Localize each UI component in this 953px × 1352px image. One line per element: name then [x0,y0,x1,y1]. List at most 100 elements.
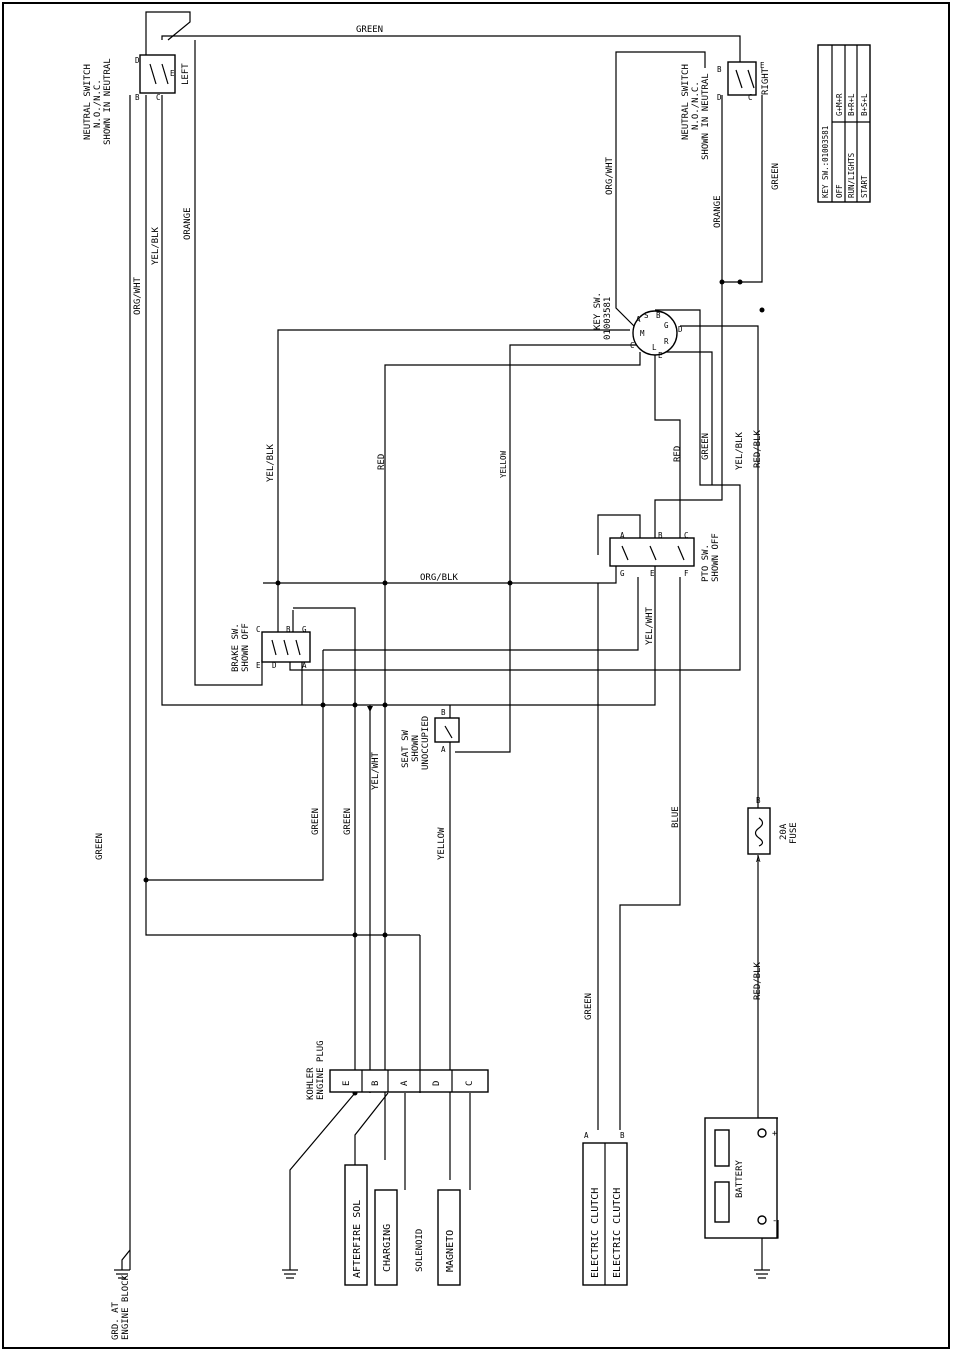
pin-nr-b: B [717,65,722,74]
wire-plug-afterfire [354,1092,389,1165]
key-table-row0-pos: OFF [835,184,844,198]
wire-pto-a [597,514,641,555]
wire-yel-wht-pto [323,577,639,651]
pin-k-e: E [658,351,663,360]
wire-red-blk-right [680,325,759,808]
pin-nl-c: C [156,93,161,102]
pto-line1: PTO SW. [701,544,711,582]
label-orange-left: ORANGE [183,207,193,240]
pin-br-c: C [256,625,261,634]
neutral-left-side: LEFT [181,63,191,85]
wire-blue [619,577,681,1130]
label-yel-blk-right: YEL/BLK [735,431,745,470]
label-blue: BLUE [671,806,681,828]
key-table-row1-pos: RUN/LIGHTS [847,152,856,198]
label-battery: BATTERY [735,1159,745,1198]
neutral-right-line3: SHOWN IN NEUTRAL [701,73,711,160]
key-table-row1-conn: B+R+L [847,93,856,116]
magneto-box [437,1189,461,1286]
pin-nr-e: E [760,61,765,70]
label-green-left: GREEN [95,833,105,860]
key-table-row2-conn: B+S+L [860,93,869,116]
kohler-engine-plug [329,1069,489,1093]
key-table-title: KEY SW.:01003581 [821,126,830,198]
neutral-switch-right [727,61,757,96]
pin-k-m: M [640,329,645,338]
pin-clutch-a: A [584,1131,589,1140]
neutral-left-line2: N.O./N.C. [93,79,103,128]
pin-nl-d: D [135,56,140,65]
plug-line1: KOHLER [306,1067,316,1100]
wire-orange-left [194,40,263,686]
pin-br-a: A [302,661,307,670]
key-line1: KEY SW. [593,292,603,330]
ground-line1: GRD. AT [111,1301,121,1340]
wire-green-right [722,95,763,283]
label-yellow-low: YELLOW [437,827,447,860]
plug-pin-e: E [342,1081,352,1086]
wire-green-mid2 [293,607,356,1093]
label-magneto: MAGNETO [445,1230,456,1272]
pto-switch [609,537,695,567]
pin-k-c: C [630,341,635,350]
pin-letters: D B C E B D C E A S B G M R L D C E C B … [135,56,765,1140]
key-line2: 01003581 [603,297,613,340]
key-table-row0-conn: G+M+R [835,93,844,116]
fuse-line1: 20A [779,823,789,840]
wire-yellow-mid [455,344,648,753]
battery [704,1117,778,1239]
afterfire-sol-box [344,1164,368,1286]
label-org-blk: ORG/BLK [420,573,459,583]
wire-red-key [654,355,681,538]
wire-yel-blk-right [289,309,741,671]
label-green-mid2: GREEN [343,808,353,835]
label-plus: + [772,1129,778,1139]
plug-pin-a: A [400,1080,410,1086]
label-clutch-b: ELECTRIC CLUTCH [612,1188,623,1278]
label-solenoid: SOLENOID [415,1229,425,1272]
brake-line2: SHOWN OFF [241,623,251,672]
wire-green-mid1 [146,650,324,881]
label-minus: - [772,1216,777,1226]
pin-k-g: G [664,321,669,330]
pto-line2: SHOWN OFF [711,533,721,582]
label-yellow-mid: YELLOW [499,450,508,478]
label-org-wht-left: ORG/WHT [133,276,143,315]
wire-plug-ground [289,1092,356,1270]
fuse [747,807,771,855]
neutral-right-line1: NEUTRAL SWITCH [681,64,691,140]
wire-red [384,352,641,1160]
wire-orange-right [654,95,723,540]
pin-br-g: G [302,625,307,634]
plug-pin-c: C [465,1081,475,1086]
label-green-mid1: GREEN [311,808,321,835]
label-red-blk-right: RED/BLK [753,429,763,468]
neutral-switch-left [139,54,176,94]
pin-br-b: B [286,625,291,634]
wire-org-wht-right [615,62,635,327]
pin-seat-b: B [441,708,446,717]
label-charging: CHARGING [382,1224,393,1272]
label-afterfire: AFTERFIRE SOL [352,1200,363,1278]
plug-pin-d: D [432,1081,442,1086]
ground-line2: ENGINE BLOCK [121,1274,131,1340]
pin-nr-c: C [748,93,753,102]
label-org-wht-right: ORG/WHT [605,156,615,195]
label-green-key: GREEN [701,433,711,460]
label-green-clutch: GREEN [584,993,594,1020]
label-red-key: RED [673,446,683,462]
neutral-right-side: RIGHT [761,67,771,95]
label-green-top: GREEN [356,25,383,35]
neutral-right-line2: N.O./N.C. [691,81,701,130]
pin-pto-a: A [620,531,625,540]
label-red-blk-low: RED/BLK [753,961,763,1000]
plug-line2: ENGINE PLUG [316,1040,326,1100]
charging-box [374,1189,398,1286]
seat-switch [434,717,460,743]
brake-switch [261,631,311,663]
pin-nl-b: B [135,93,140,102]
wire-green-top [161,35,741,72]
pin-k-b: B [656,311,661,320]
wire-top-left-loop [145,11,191,70]
